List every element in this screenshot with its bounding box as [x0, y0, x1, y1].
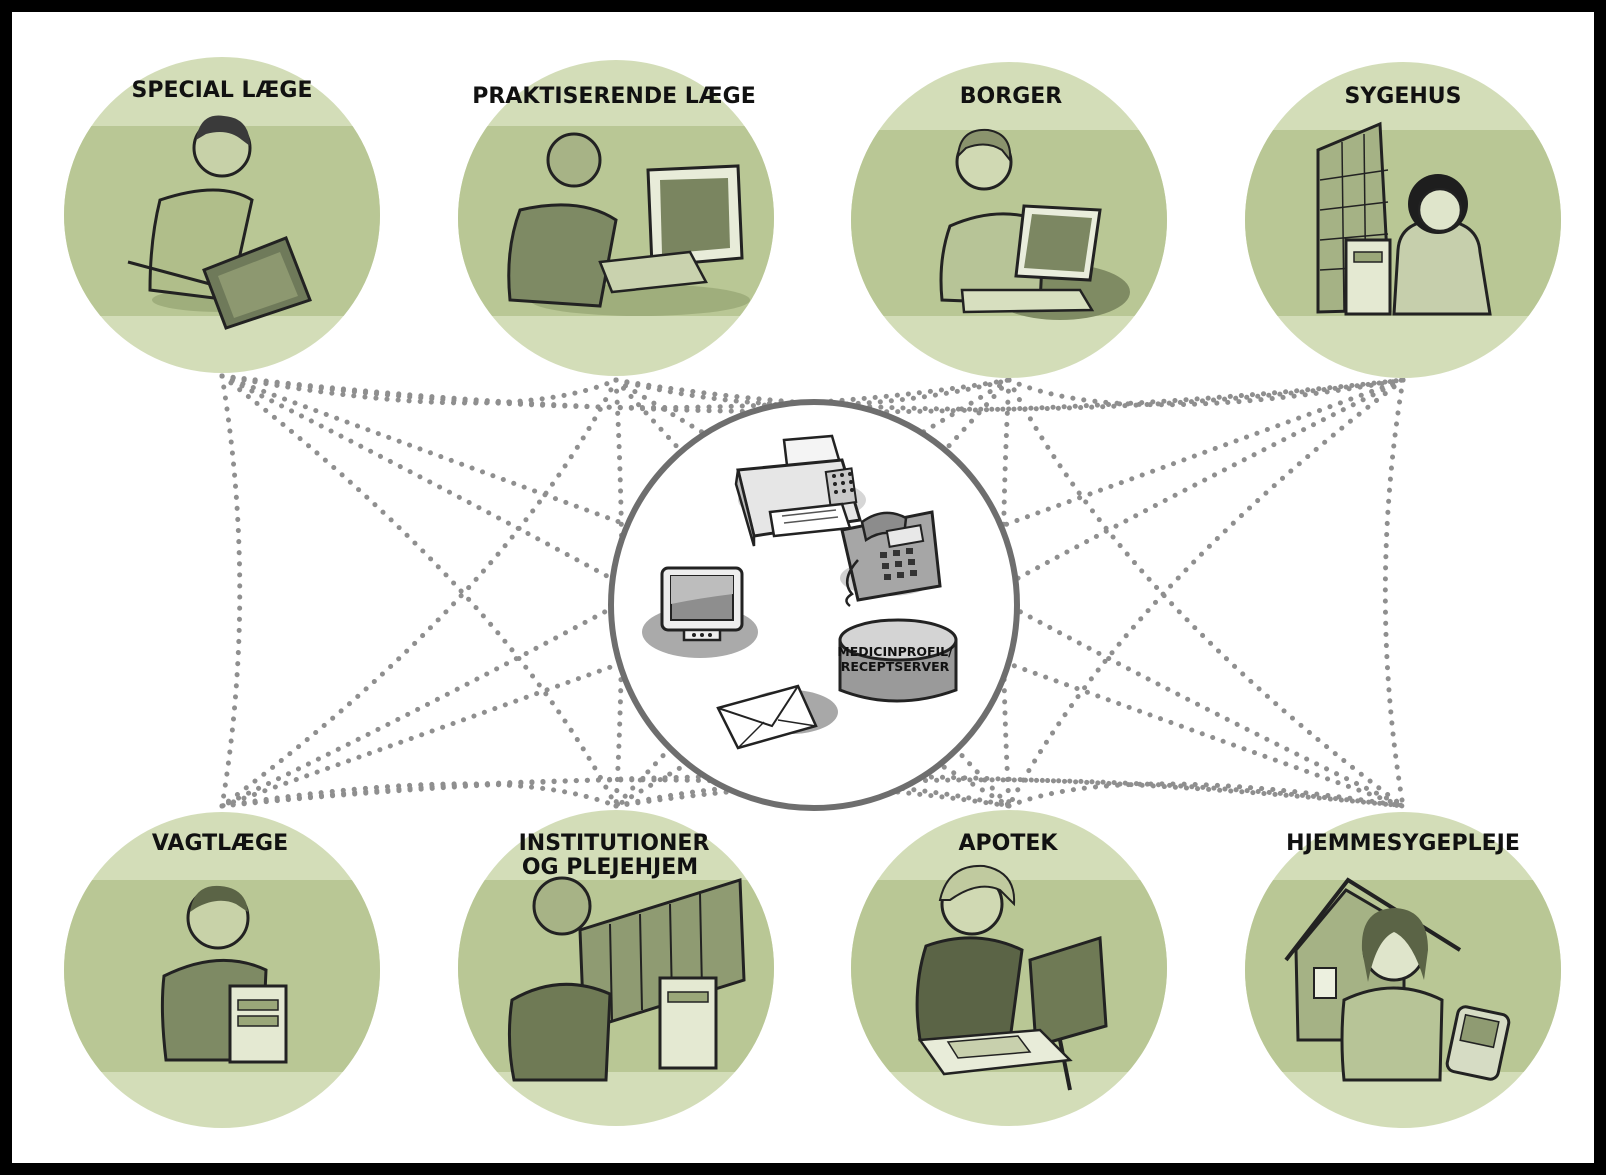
- person-laptop-icon: [939, 128, 1130, 320]
- person-desktop-icon: [507, 132, 750, 316]
- node-label-praktiserende-laege: PRAKTISERENDE LÆGE: [472, 84, 756, 109]
- central-hub: MEDICINPROFIL/ RECEPTSERVER: [608, 399, 1020, 811]
- node-apotek: APOTEK: [851, 810, 1167, 1126]
- hub-circle: [608, 399, 1020, 811]
- node-label-institutioner-line1: INSTITUTIONER: [519, 831, 710, 856]
- connector-line: [219, 773, 1406, 809]
- connector-line: [219, 373, 619, 406]
- node-label-borger: BORGER: [960, 84, 1062, 109]
- connector-line: [613, 377, 1406, 412]
- connector-line: [219, 373, 243, 809]
- node-label-vagtlaege: VAGTLÆGE: [152, 831, 288, 856]
- house-pda-icon: [1284, 877, 1511, 1082]
- person-server-icon: [160, 885, 288, 1064]
- connector-line: [613, 777, 1406, 809]
- node-label-hjemmesygepleje: HJEMMESYGEPLEJE: [1286, 831, 1520, 856]
- telephone-icon: [840, 510, 942, 607]
- server-label-line2: RECEPTSERVER: [841, 659, 950, 674]
- node-label-sygehus: SYGEHUS: [1345, 84, 1462, 109]
- hospital-building-icon: [1316, 121, 1492, 316]
- person-building-icon: [507, 876, 746, 1082]
- connector-line: [1382, 377, 1406, 809]
- person-desktop-icon: [915, 864, 1108, 1091]
- connector-line: [1006, 377, 1406, 809]
- node-hjemmesygepleje: HJEMMESYGEPLEJE: [1245, 812, 1561, 1128]
- node-vagtlaege: VAGTLÆGE: [64, 812, 380, 1128]
- connector-line: [219, 377, 619, 809]
- connector-line: [1006, 781, 1406, 809]
- node-label-institutioner-line2: OG PLEJEHJEM: [522, 855, 698, 880]
- connector-line: [219, 373, 619, 809]
- connector-line: [1006, 377, 1406, 408]
- printer-fax-icon: [734, 434, 866, 547]
- envelope-icon: [716, 684, 838, 750]
- connector-line: [1006, 377, 1406, 809]
- monitor-icon: [642, 566, 758, 658]
- node-label-apotek: APOTEK: [959, 831, 1059, 856]
- node-special-laege: SPECIAL LÆGE: [64, 57, 380, 373]
- connector-line: [219, 373, 1406, 809]
- database-server-icon: MEDICINPROFIL/ RECEPTSERVER: [837, 618, 958, 703]
- node-praktiserende-laege: PRAKTISERENDE LÆGE: [458, 60, 774, 376]
- server-label-line1: MEDICINPROFIL/: [837, 644, 953, 659]
- node-sygehus: SYGEHUS: [1245, 62, 1561, 378]
- node-label-special-laege: SPECIAL LÆGE: [131, 78, 312, 103]
- person-laptop-icon: [127, 115, 312, 330]
- connector-line: [219, 373, 1406, 415]
- node-institutioner: INSTITUTIONER OG PLEJEHJEM: [458, 810, 774, 1126]
- node-borger: BORGER: [851, 62, 1167, 378]
